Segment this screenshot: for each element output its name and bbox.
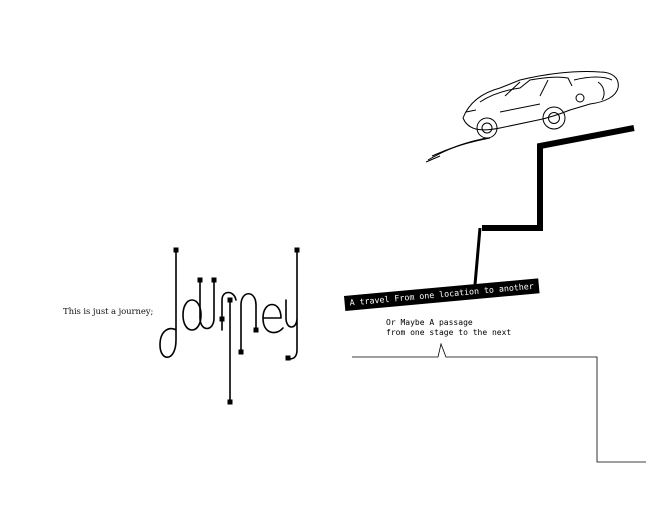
- caption-line-1: Or Maybe A passage: [386, 318, 473, 327]
- intro-text: This is just a journey;: [63, 307, 154, 317]
- caption-line-2: from one stage to the next: [386, 328, 512, 337]
- car-sketch: [425, 70, 619, 163]
